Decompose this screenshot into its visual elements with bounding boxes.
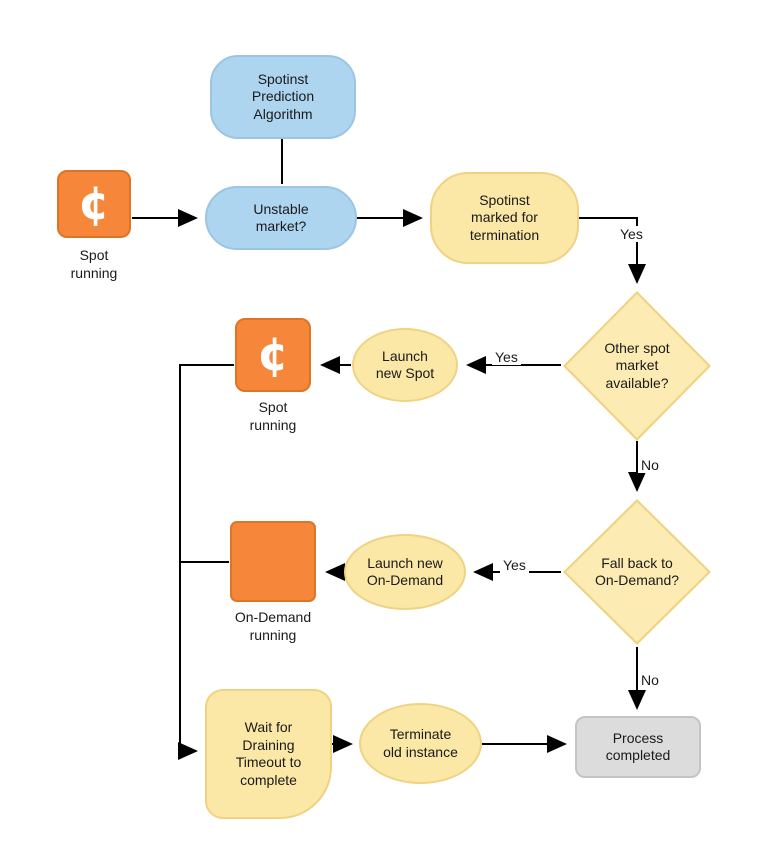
node-label: Other spot market available?: [604, 339, 670, 391]
spot-running-caption-2: Spot running: [249, 399, 297, 434]
node-label: Wait for Draining Timeout to complete: [235, 719, 302, 788]
edge-label-yes-on-demand: Yes: [500, 557, 529, 573]
node-terminate-old-instance: Terminate old instance: [359, 703, 482, 784]
node-unstable-market: Unstable market?: [205, 186, 357, 250]
on-demand-running-caption: On-Demand running: [234, 609, 312, 644]
edge-label-yes-spot: Yes: [492, 349, 521, 365]
node-label: Terminate old instance: [383, 726, 458, 760]
spot-instance-icon: ¢: [57, 170, 131, 238]
node-label: Spotinst Prediction Algorithm: [251, 70, 315, 122]
node-label: Process completed: [605, 729, 671, 764]
node-prediction-algorithm: Spotinst Prediction Algorithm: [210, 55, 356, 139]
node-label: Spotinst marked for termination: [469, 191, 540, 243]
node-label: Launch new On-Demand: [366, 554, 444, 589]
edge-label-no-spot: No: [638, 457, 662, 473]
cent-symbol-icon: ¢: [77, 176, 110, 231]
node-launch-new-on-demand: Launch new On-Demand: [344, 534, 466, 610]
node-label: Unstable market?: [253, 200, 309, 235]
on-demand-instance-icon: [230, 521, 316, 602]
edge-label-no-on-demand: No: [638, 672, 662, 688]
node-marked-for-termination: Spotinst marked for termination: [430, 172, 579, 264]
node-wait-draining-timeout: Wait for Draining Timeout to complete: [205, 689, 332, 819]
edge-label-yes-termination: Yes: [617, 226, 646, 242]
spot-instance-icon-2: ¢: [235, 318, 311, 392]
node-launch-new-spot: Launch new Spot: [352, 328, 458, 402]
node-process-completed: Process completed: [575, 716, 701, 778]
node-label: Launch new Spot: [375, 347, 435, 382]
spot-running-caption-1: Spot running: [70, 247, 118, 282]
node-label: Fall back to On-Demand?: [594, 554, 680, 589]
cent-symbol-icon: ¢: [256, 327, 289, 382]
